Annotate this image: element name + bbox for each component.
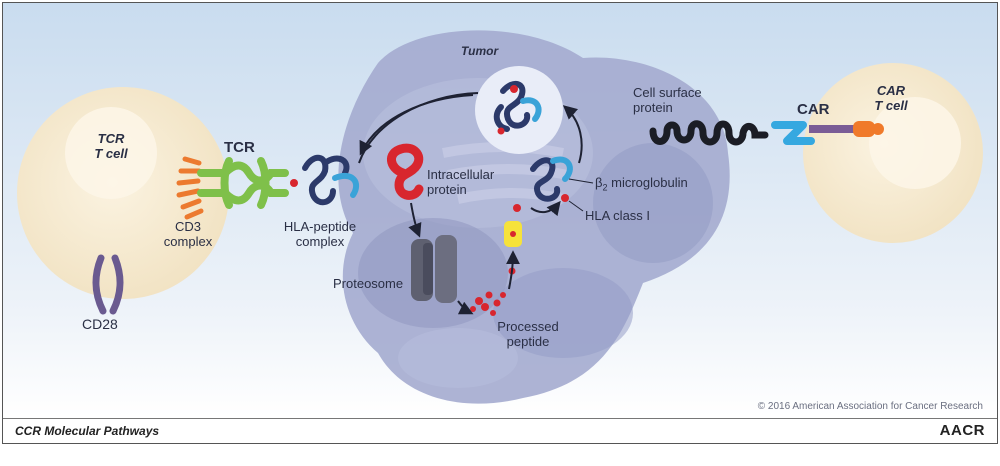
aacr-logo: AACR bbox=[939, 422, 985, 439]
tcr-t-cell bbox=[17, 87, 229, 299]
pathway-diagram bbox=[3, 3, 997, 416]
b2-pointer bbox=[568, 178, 594, 184]
b2-microglobulin-label: β2 microglobulin bbox=[595, 175, 688, 193]
tcr-label: TCR bbox=[224, 139, 255, 156]
hla-peptide-complex-label: HLA-peptide complex bbox=[283, 219, 357, 249]
cd3-complex bbox=[176, 156, 204, 220]
copyright-notice: © 2016 American Association for Cancer R… bbox=[757, 401, 983, 412]
car-t-cell-label: CAR T cell bbox=[874, 83, 908, 113]
processed-peptide-label: Processed peptide bbox=[497, 319, 559, 349]
proteasome bbox=[411, 235, 457, 303]
hla-class-pointer bbox=[568, 200, 584, 212]
journal-name: CCR Molecular Pathways bbox=[15, 424, 160, 438]
cd28-label: CD28 bbox=[82, 316, 118, 332]
car-t-cell bbox=[803, 63, 983, 243]
cd3-complex-label: CD3 complex bbox=[163, 219, 213, 249]
cd28-receptor bbox=[92, 254, 124, 315]
footer-bar: CCR Molecular Pathways AACR bbox=[3, 418, 997, 443]
tap-peptide bbox=[510, 231, 516, 237]
cell-surface-protein bbox=[649, 120, 769, 146]
tcr-t-cell-label: TCR T cell bbox=[94, 131, 128, 161]
hla-peptide-complex bbox=[290, 154, 360, 206]
car-receptor bbox=[771, 121, 884, 145]
cell-surface-protein-label: Cell surface protein bbox=[633, 85, 702, 115]
figure-frame: TCR T cell TCR CD3 complex CD28 HLA-pept… bbox=[2, 2, 998, 444]
intracellular-protein-label: Intracellular protein bbox=[427, 167, 495, 197]
tcr-receptor bbox=[197, 157, 289, 209]
tumor-label: Tumor bbox=[461, 44, 499, 58]
car-label: CAR bbox=[797, 101, 830, 118]
hla-class-i-label: HLA class I bbox=[585, 208, 651, 223]
vesicle-hla-complex bbox=[493, 80, 542, 135]
hla-class-i bbox=[513, 156, 573, 212]
proteosome-label: Proteosome bbox=[333, 276, 404, 291]
intracellular-protein bbox=[387, 143, 424, 200]
presentation-arrow bbox=[358, 92, 479, 164]
